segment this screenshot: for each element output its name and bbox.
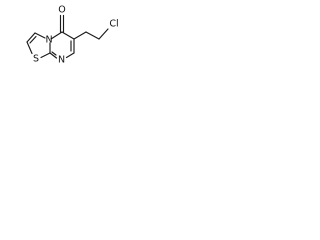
bond-c6-ch2	[73, 31, 87, 40]
atom-chlorine: Cl	[109, 19, 118, 30]
bond-c3-c2-inner	[29, 35, 37, 44]
atom-sulfur: S	[33, 54, 39, 65]
bond-n8-c8a	[49, 52, 58, 59]
bond-c7-n8	[65, 52, 75, 59]
bonds	[26, 14, 109, 59]
bond-ch2-ch2	[85, 31, 100, 40]
bond-n4-c3	[34, 32, 46, 39]
atom-nitrogen-ring: N	[58, 55, 65, 66]
bond-s1-c8a	[40, 52, 51, 59]
bond-c3-c2	[26, 32, 36, 43]
atom-nitrogen-bridge: N	[45, 35, 52, 46]
bond-c2-s1	[26, 41, 33, 55]
molecule-structure: O Cl N S N	[26, 5, 119, 66]
bond-ch2-cl	[98, 28, 109, 40]
atom-labels: O Cl N S N	[33, 5, 119, 66]
bond-c5-n4	[50, 31, 63, 40]
bond-n8-c8a-inner	[51, 51, 57, 56]
bond-c5-c6	[61, 31, 75, 40]
atom-oxygen: O	[58, 5, 65, 16]
